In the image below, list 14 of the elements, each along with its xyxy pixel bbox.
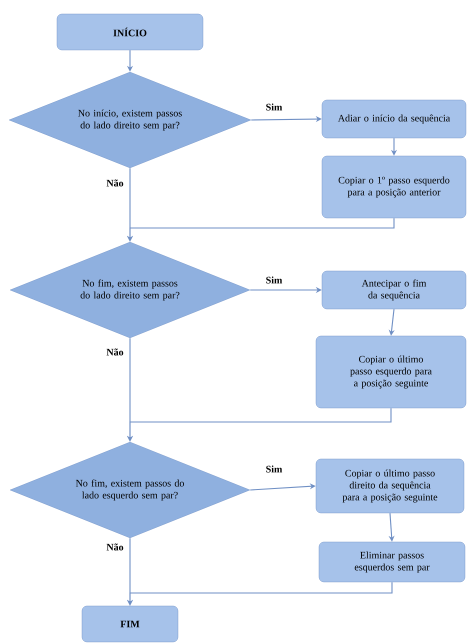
process-box: Copiar o último passo direito da sequência para a posição seguinte xyxy=(316,458,464,514)
start-box: INÍCIO xyxy=(56,14,204,50)
edge-label: Não xyxy=(105,178,125,188)
process-box: Antecipar o fim da sequência xyxy=(322,270,466,310)
process-box: Adiar o início da sequência xyxy=(322,100,466,138)
process-box: Copiar o último passo esquerdo para a posição seguinte xyxy=(316,336,466,408)
edge-label: Não xyxy=(105,347,125,356)
process-box: Copiar o 1º passo esquerdo para a posição anterior xyxy=(322,156,466,218)
edge-label: Sim xyxy=(264,102,284,112)
end-box: FIM xyxy=(82,606,178,642)
edge-label: Não xyxy=(105,542,125,552)
edge-label: Sim xyxy=(264,276,284,284)
edge-label: Sim xyxy=(264,464,284,474)
process-box: Eliminar passos esquerdos sem par xyxy=(318,542,466,582)
